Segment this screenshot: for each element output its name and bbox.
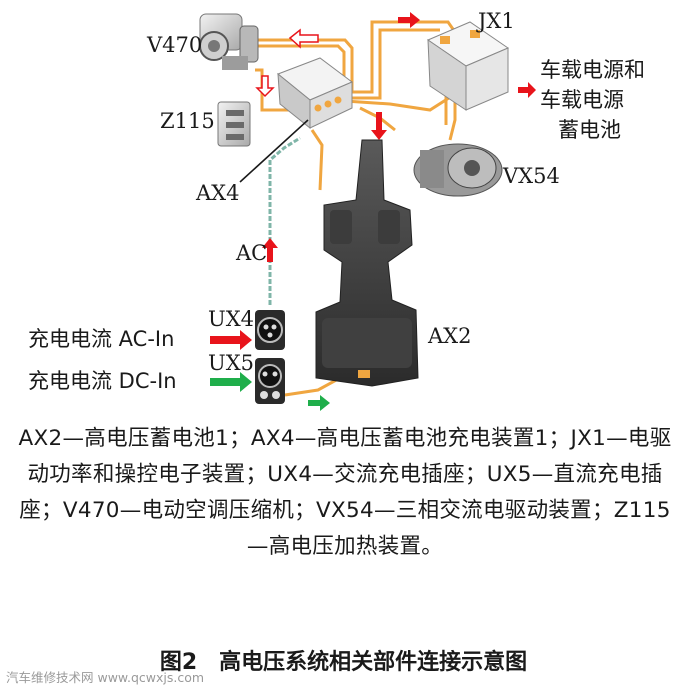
label-onboard-line1: 车载电源和 [540,58,645,82]
ax4-leader [239,119,309,183]
label-ux4: UX4 [208,307,254,331]
arrow-to-onboard-supply [518,82,536,98]
arrow-to-v470 [288,28,319,49]
ax4-charger [277,57,353,130]
arrow-dc-in [210,372,252,392]
label-charge-ac: 充电电流 AC-In [28,327,174,351]
flow-arrows [210,12,536,411]
label-z115: Z115 [160,109,215,133]
ux4-ac-socket [255,310,285,350]
label-ux5: UX5 [208,351,254,375]
arrow-to-battery [371,112,387,140]
hv-system-diagram: V470 Z115 AX4 JX1 VX54 AC UX4 UX5 AX2 车载… [28,9,645,411]
arrow-to-z115 [255,75,275,98]
label-vx54: VX54 [502,164,560,188]
vx54-motor [413,143,503,197]
label-charge-dc: 充电电流 DC-In [28,369,177,393]
arrow-dc-to-battery [308,395,330,411]
label-v470: V470 [146,33,202,57]
label-onboard-line3: 蓄电池 [558,118,621,142]
component-legend: AX2—高电压蓄电池1；AX4—高电压蓄电池充电装置1；JX1—电驱动功率和操控… [18,426,672,559]
z115-heater [217,101,251,147]
v470-compressor [199,13,259,70]
label-ax4: AX4 [195,181,239,205]
arrow-ac-up [262,238,278,262]
arrow-ac-in [210,330,252,350]
jx1-power-electronics [426,21,510,111]
label-onboard-line2: 车载电源 [540,88,624,112]
figure-caption: 图2 高电压系统相关部件连接示意图 [159,650,528,675]
label-jx1: JX1 [476,9,515,33]
hv-cables [228,20,457,397]
ax2-battery [315,139,419,387]
label-ac: AC [235,241,267,265]
label-ax2: AX2 [427,324,471,348]
ac-cable [268,136,301,305]
arrow-to-jx1 [398,12,420,28]
watermark: 汽车维修技术网 www.qcwxjs.com [6,670,205,685]
ux5-dc-socket [255,358,285,404]
